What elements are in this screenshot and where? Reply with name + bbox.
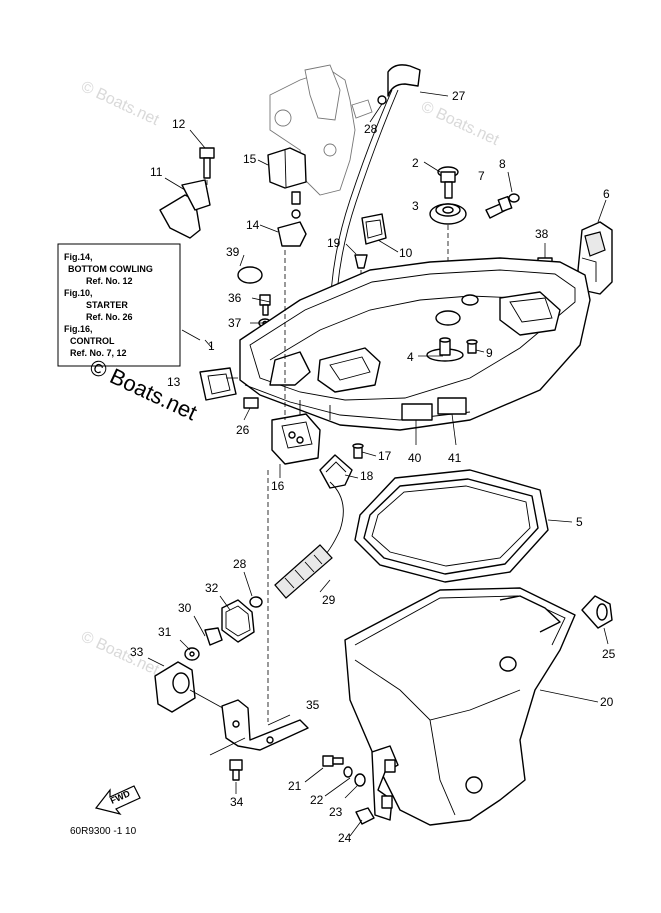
part-28-clip bbox=[243, 571, 263, 608]
part-2-bolt bbox=[423, 161, 459, 199]
note-line: Fig.10, bbox=[64, 288, 93, 298]
watermark: © Boats.net bbox=[418, 98, 502, 149]
reference-note-box: Fig.14, BOTTOM COWLING Ref. No. 12 Fig.1… bbox=[57, 243, 181, 367]
callout-16: 16 bbox=[271, 479, 285, 493]
callout-41: 41 bbox=[448, 451, 462, 465]
callout-35: 35 bbox=[306, 698, 320, 712]
leader-lines bbox=[147, 254, 599, 837]
part-36-bolt bbox=[259, 294, 271, 316]
part-25-grommet bbox=[581, 595, 613, 645]
callout-19: 19 bbox=[327, 236, 341, 250]
callout-36: 36 bbox=[228, 291, 242, 305]
callout-23: 23 bbox=[329, 805, 343, 819]
callout-32: 32 bbox=[205, 581, 219, 595]
callout-29: 29 bbox=[322, 593, 336, 607]
callout-40: 40 bbox=[408, 451, 422, 465]
watermark: © Boats.net bbox=[78, 628, 162, 679]
callout-14: 14 bbox=[246, 218, 260, 232]
note-line: Fig.16, bbox=[64, 324, 93, 334]
watermark: © Boats.net bbox=[78, 78, 162, 129]
part-26-label bbox=[243, 397, 259, 409]
part-10-cap bbox=[361, 213, 399, 253]
callout-10: 10 bbox=[399, 246, 413, 260]
part-32-knob bbox=[221, 599, 255, 643]
callout-2: 2 bbox=[412, 156, 419, 170]
callout-31: 31 bbox=[158, 625, 172, 639]
callout-37: 37 bbox=[228, 316, 242, 330]
part-16-grommet bbox=[271, 413, 321, 478]
callout-3: 3 bbox=[412, 199, 419, 213]
callout-1: 1 bbox=[208, 339, 215, 353]
note-line: Ref. No. 12 bbox=[86, 276, 133, 286]
callout-9: 9 bbox=[486, 346, 493, 360]
callout-27: 27 bbox=[452, 89, 466, 103]
part-24-nut bbox=[355, 807, 375, 825]
part-29-tube bbox=[274, 481, 344, 599]
callout-12: 12 bbox=[172, 117, 186, 131]
callout-30: 30 bbox=[178, 601, 192, 615]
note-line: CONTROL bbox=[70, 336, 115, 346]
callout-5: 5 bbox=[576, 515, 583, 529]
part-21-screw bbox=[304, 755, 344, 783]
part-20-lower-cover bbox=[344, 587, 576, 826]
callout-22: 22 bbox=[310, 793, 324, 807]
callout-labels: 1 2 3 4 5 6 7 8 9 10 11 12 13 14 15 16 1… bbox=[130, 89, 616, 845]
callout-15: 15 bbox=[243, 152, 257, 166]
part-30-screw bbox=[204, 627, 223, 646]
part-22-washer bbox=[343, 766, 353, 778]
callout-39: 39 bbox=[226, 245, 240, 259]
callout-13: 13 bbox=[167, 375, 181, 389]
callout-28: 28 bbox=[233, 557, 247, 571]
callout-26: 26 bbox=[236, 423, 250, 437]
callout-34: 34 bbox=[230, 795, 244, 809]
fwd-arrow-icon: FWD bbox=[94, 785, 141, 816]
callout-17: 17 bbox=[378, 449, 392, 463]
callout-21: 21 bbox=[288, 779, 302, 793]
part-34-bolt bbox=[229, 759, 243, 781]
callout-20: 20 bbox=[600, 695, 614, 709]
part-35-bracket bbox=[209, 250, 309, 756]
part-18-grommet bbox=[319, 454, 353, 489]
part-33-grommet bbox=[154, 661, 231, 713]
note-line: BOTTOM COWLING bbox=[68, 264, 153, 274]
part-28-clip-top bbox=[369, 95, 387, 123]
note-line: Fig.14, bbox=[64, 252, 93, 262]
part-11-bracket bbox=[159, 177, 211, 239]
callout-11: 11 bbox=[150, 165, 163, 179]
callout-18: 18 bbox=[360, 469, 374, 483]
main-bottom-cowling bbox=[239, 257, 591, 446]
part-7-bolt bbox=[485, 195, 513, 219]
part-23-washer bbox=[344, 773, 366, 799]
part-5-seal bbox=[354, 469, 549, 583]
callout-33: 33 bbox=[130, 645, 144, 659]
part-17-screw bbox=[352, 443, 364, 459]
diagram-code: 60R9300 -1 10 bbox=[70, 826, 137, 837]
part-39-seal bbox=[237, 266, 263, 284]
callout-28: 28 bbox=[364, 122, 378, 136]
engine-ghost-outline bbox=[269, 64, 373, 196]
callout-4: 4 bbox=[407, 350, 414, 364]
callout-8: 8 bbox=[499, 157, 506, 171]
part-13-grommet bbox=[199, 367, 237, 401]
note-line: Ref. No. 7, 12 bbox=[70, 348, 127, 358]
callout-24: 24 bbox=[338, 831, 352, 845]
note-line: Ref. No. 26 bbox=[86, 312, 133, 322]
part-8-washer bbox=[507, 171, 520, 203]
part-14-grommet bbox=[259, 221, 307, 247]
callout-38: 38 bbox=[535, 227, 549, 241]
part-31-washer bbox=[184, 647, 200, 661]
callout-6: 6 bbox=[603, 187, 610, 201]
part-12-bolt bbox=[189, 129, 215, 200]
part-15-retainer bbox=[257, 147, 307, 219]
callout-25: 25 bbox=[602, 647, 616, 661]
callout-7: 7 bbox=[478, 169, 485, 183]
note-line: STARTER bbox=[86, 300, 128, 310]
